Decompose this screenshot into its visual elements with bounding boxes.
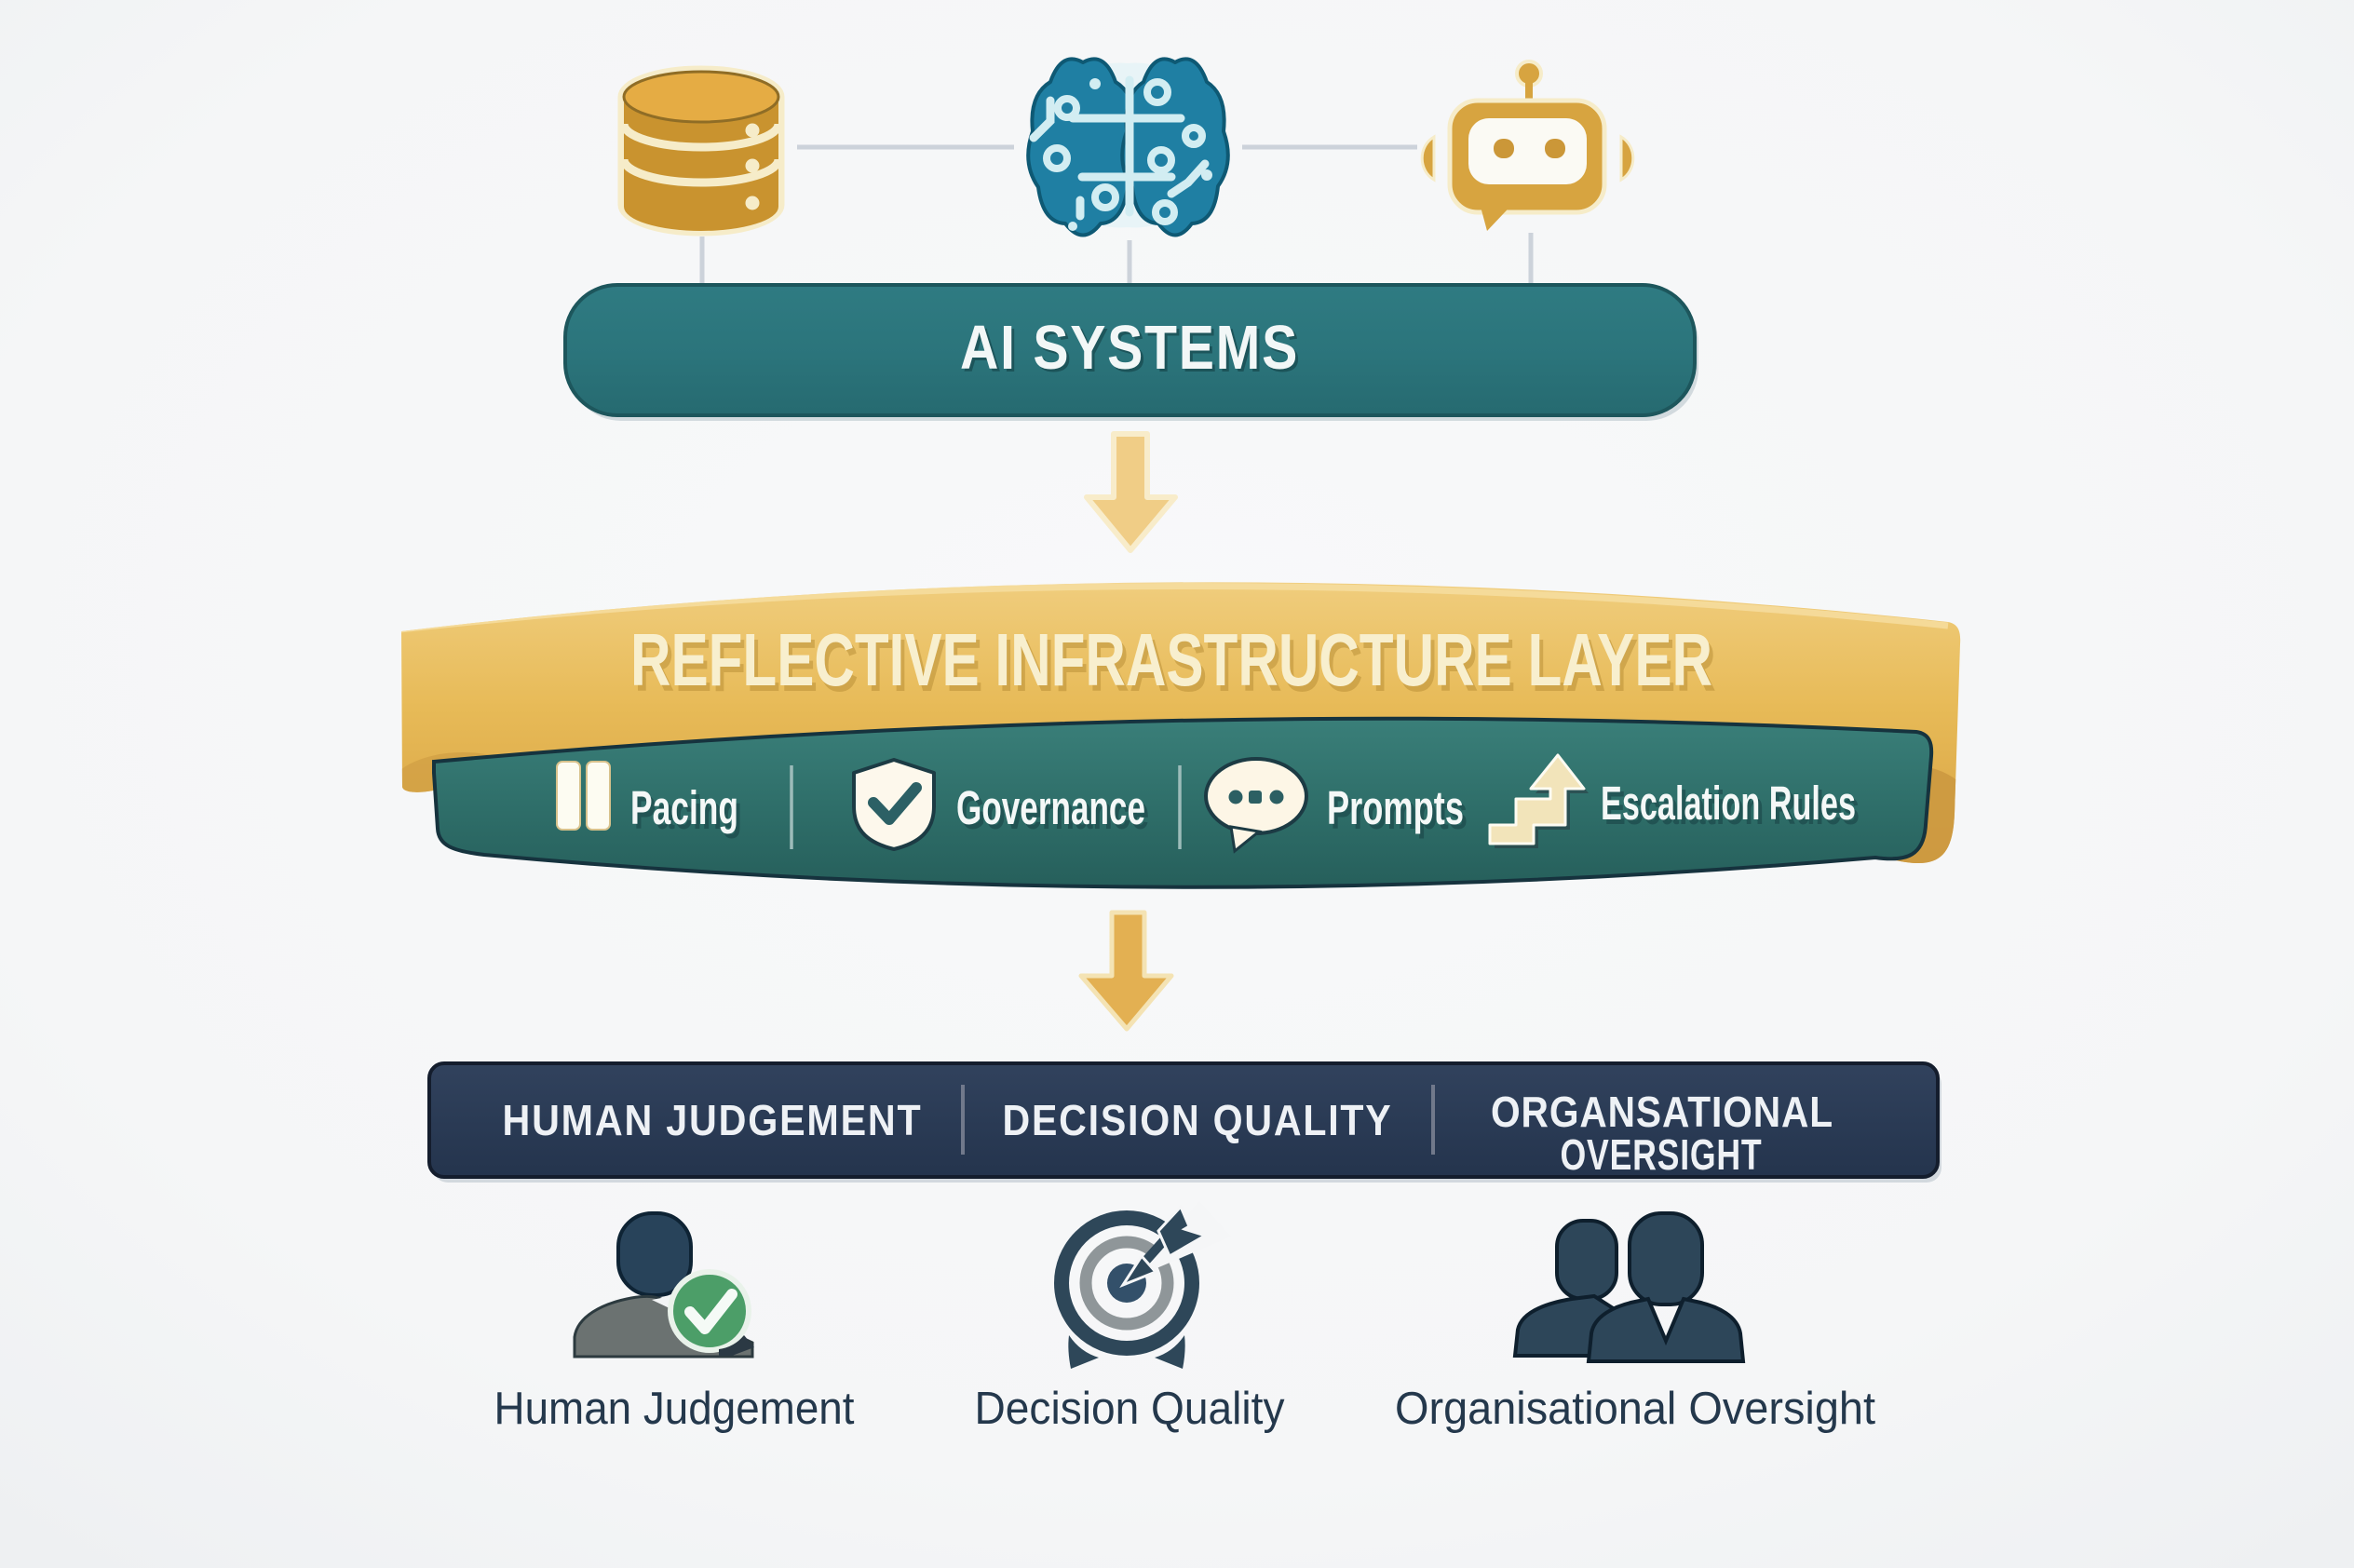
svg-text:Governance: Governance [956, 781, 1145, 834]
svg-text:Organisational Oversight: Organisational Oversight [1395, 1384, 1875, 1434]
svg-text:OVERSIGHT: OVERSIGHT [1561, 1130, 1763, 1179]
svg-text:ORGANSATIONAL: ORGANSATIONAL [1491, 1088, 1833, 1136]
svg-text:Human Judgement: Human Judgement [494, 1384, 855, 1434]
svg-text:DECISION QUALITY: DECISION QUALITY [1003, 1096, 1393, 1144]
svg-text:HUMAN JUDGEMENT: HUMAN JUDGEMENT [503, 1096, 923, 1144]
svg-text:Prompts: Prompts [1331, 786, 1468, 839]
svg-text:Decision Quality: Decision Quality [975, 1384, 1285, 1434]
svg-text:AI SYSTEMS: AI SYSTEMS [963, 316, 1302, 385]
svg-text:Prompts: Prompts [1327, 781, 1464, 834]
svg-text:Pacing: Pacing [630, 781, 738, 834]
svg-text:Governance: Governance [960, 786, 1149, 839]
svg-text:Escalation Rules: Escalation Rules [1604, 781, 1860, 834]
svg-text:Pacing: Pacing [634, 786, 742, 839]
svg-text:AI SYSTEMS: AI SYSTEMS [960, 313, 1299, 383]
svg-text:REFLECTIVE INFRASTRUCTURE LAYE: REFLECTIVE INFRASTRUCTURE LAYER [630, 618, 1712, 701]
svg-text:Escalation Rules: Escalation Rules [1601, 777, 1856, 830]
svg-text:REFLECTIVE INFRASTRUCTURE LAYE: REFLECTIVE INFRASTRUCTURE LAYER [634, 624, 1716, 707]
